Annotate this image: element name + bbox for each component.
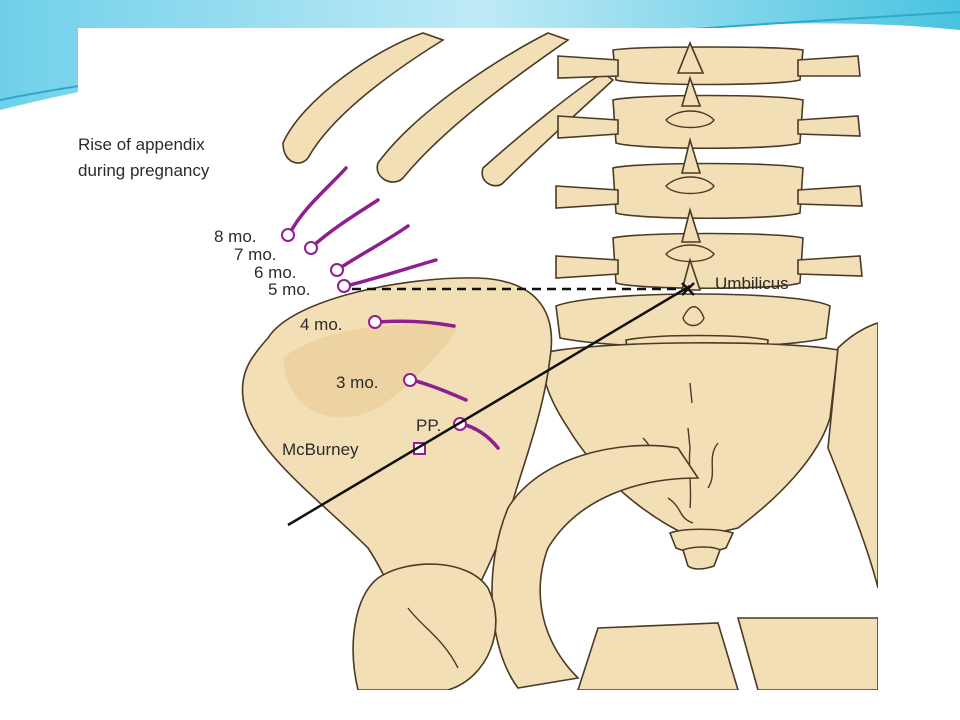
marker-mcburney bbox=[413, 442, 426, 455]
appendix-arc-8mo bbox=[288, 166, 348, 235]
anatomy-illustration: Rise of appendix during pregnancy 8 mo. … bbox=[78, 32, 878, 690]
label-8mo: 8 mo. bbox=[214, 227, 257, 246]
label-mcburney: McBurney bbox=[282, 440, 359, 459]
umbilicus-cross bbox=[681, 282, 695, 296]
marker-5mo bbox=[337, 279, 351, 293]
marker-3mo bbox=[403, 373, 417, 387]
marker-7mo bbox=[304, 241, 318, 255]
femoral-head bbox=[352, 563, 497, 690]
slide-top-swoosh bbox=[0, 0, 960, 110]
right-iliac-edge bbox=[827, 322, 878, 589]
pubis-lower bbox=[577, 622, 739, 690]
vertebra-4 bbox=[555, 207, 863, 290]
coccyx-tip bbox=[682, 546, 721, 570]
label-6mo: 6 mo. bbox=[254, 263, 297, 282]
iliac-shading bbox=[283, 324, 458, 418]
appendix-arc-4mo bbox=[374, 319, 456, 328]
rib-lower bbox=[481, 72, 615, 187]
rib-middle bbox=[376, 32, 570, 183]
label-umbilicus: Umbilicus bbox=[715, 274, 789, 293]
pubis-right bbox=[736, 617, 878, 690]
appendix-arc-6mo bbox=[338, 224, 410, 270]
marker-4mo bbox=[368, 315, 382, 329]
sacrum bbox=[541, 342, 839, 539]
label-pp: PP. bbox=[416, 416, 441, 435]
rib-upper bbox=[282, 32, 445, 164]
marker-6mo bbox=[330, 263, 344, 277]
vertebra-2 bbox=[557, 75, 861, 150]
label-4mo: 4 mo. bbox=[300, 315, 343, 334]
label-5mo: 5 mo. bbox=[268, 280, 311, 299]
diagram-title-line-1: Rise of appendix bbox=[78, 135, 205, 154]
diagram-title-line-2: during pregnancy bbox=[78, 161, 210, 180]
appendix-pregnancy-diagram: Rise of appendix during pregnancy 8 mo. … bbox=[78, 28, 878, 690]
label-7mo: 7 mo. bbox=[234, 245, 277, 264]
spinoumbilical-line bbox=[287, 284, 691, 527]
vertebra-1 bbox=[557, 40, 861, 86]
femoral-neck-line bbox=[407, 607, 459, 669]
label-3mo: 3 mo. bbox=[336, 373, 379, 392]
appendix-arc-7mo bbox=[311, 198, 380, 248]
pelvic-ring bbox=[491, 444, 700, 689]
marker-8mo bbox=[281, 228, 295, 242]
vertebra-3 bbox=[555, 136, 863, 220]
appendix-arc-5mo bbox=[344, 258, 438, 288]
